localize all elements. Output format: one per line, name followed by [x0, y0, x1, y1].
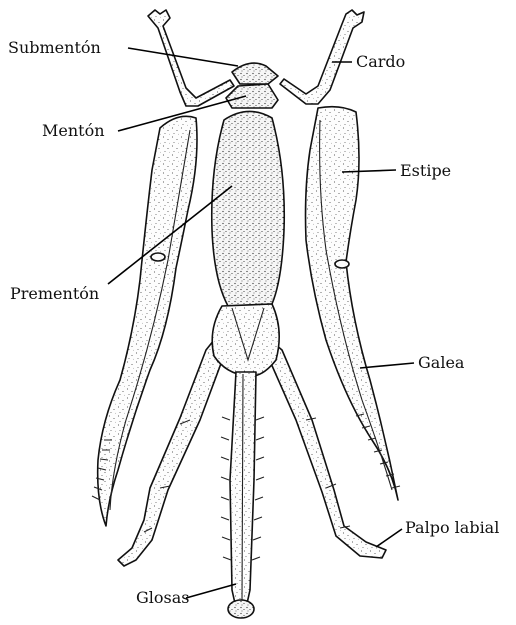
label-menton: Mentón [42, 121, 105, 140]
glossae-tip [228, 600, 254, 618]
leader-galea [360, 363, 414, 368]
label-glosas: Glosas [136, 588, 190, 607]
menton [226, 84, 278, 108]
stipes-right-knob [335, 260, 349, 268]
leader-palpo-labial [376, 529, 402, 547]
palpiger [212, 304, 279, 376]
prementon [212, 111, 285, 306]
label-palpo-labial: Palpo labial [405, 518, 499, 537]
leader-submenton [128, 48, 238, 66]
label-submenton: Submentón [8, 38, 101, 57]
leader-glosas [186, 584, 236, 598]
cardo-right [280, 10, 364, 104]
label-estipe: Estipe [400, 161, 451, 180]
label-galea: Galea [418, 353, 465, 372]
label-prementon: Prementón [10, 284, 99, 303]
stipes-left-knob [151, 253, 165, 261]
label-cardo: Cardo [356, 52, 405, 71]
submenton [232, 63, 278, 84]
